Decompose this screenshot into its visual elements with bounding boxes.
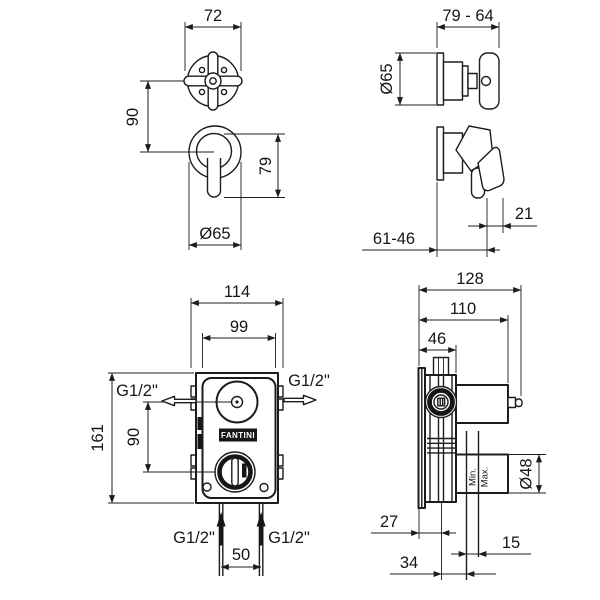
dim-inlet-spacing: 50 [232,546,250,564]
outlet-right-thread-label: G1/2" [288,372,330,390]
dim-escutcheon-diameter: Ø65 [199,225,230,243]
side-valve-circle [424,385,458,419]
hatch-lines [427,437,455,454]
edge-label-mark-1 [197,417,202,430]
lever-handle-side [436,125,505,199]
inlet-right-thread-label: G1/2" [268,529,310,547]
screw-hole-left [202,482,212,492]
dim-114-extension-lines [190,298,284,368]
bottom-cartridge-housing [455,453,509,494]
cartridge-stem [507,396,517,409]
dim-65-extension-lines [188,162,242,250]
brand-logo: FANTINI [221,431,255,440]
dim-projection-extension-lines [436,22,500,48]
dim-wall-distance-range: 61-46 [373,230,415,248]
min-wall-label: Min. [468,468,479,486]
cross-handle-side [436,52,500,110]
outlet-left-arrow [161,395,197,407]
cross-handle-dots [198,66,228,96]
dim-escutcheon-diameter-side: Ø65 [378,63,396,94]
dim-handle-width: 72 [204,7,222,25]
dim-overall-width: 114 [224,283,250,301]
dim-overall-depth: 128 [456,270,484,288]
dim-handle-spacing: 90 [124,108,142,126]
dim-plaster-adjustment: 15 [502,534,520,552]
dim-body-depth: 46 [428,330,446,348]
flow-arrow-right [256,512,266,546]
cartridge-port [214,451,256,493]
dim-79-extension-lines [224,133,285,198]
cartridge-stem-cap [514,398,523,408]
brand-plate: FANTINI [219,428,257,442]
dim-65-side-extension-lines [395,52,436,106]
view-trim-front: 72 90 79 Ø65 [124,7,285,250]
valve-body-side: Min. Max. [417,356,523,580]
dim-72-extension-lines [184,22,242,71]
edge-label-mark-2 [197,434,202,449]
outlet-left-thread-label: G1/2" [116,382,158,400]
cross-handle-front [183,51,243,111]
dim-projection-range: 79 - 64 [442,7,493,25]
max-wall-label: Max. [480,467,491,488]
dim-port-spacing: 90 [125,428,143,446]
outlet-right-arrow [283,394,317,406]
dim-plate-recess: 27 [380,513,398,531]
screw-hole-right [259,482,269,493]
inlet-left-thread-label: G1/2" [173,529,215,547]
dim-top-extension-lines [418,285,522,396]
dim-body-to-min: 34 [400,554,418,572]
inlet-pipes [218,503,264,576]
dim-bottom-extension-lines [418,502,442,580]
valve-body-front: FANTINI [190,372,284,504]
dim-161-extension-lines [108,372,194,504]
dim-overall-height: 161 [89,424,107,452]
dim-body-width: 99 [230,318,248,336]
view-rough-side: 128 110 46 Mi [371,270,546,580]
top-cartridge-housing [455,384,509,424]
view-rough-front: 114 99 161 FANTINI [89,283,330,576]
dim-cartridge-diameter: Ø48 [518,458,536,489]
view-trim-side: 79 - 64 Ø65 21 61-46 [362,7,537,257]
dim-cartridge-depth: 110 [450,300,476,318]
dim-21-extension-lines [486,198,504,257]
flow-arrow-left [216,512,226,546]
dim-lever-clearance: 21 [515,205,533,223]
lever-handle-front [188,125,242,198]
dim-lever-length: 79 [257,157,275,175]
